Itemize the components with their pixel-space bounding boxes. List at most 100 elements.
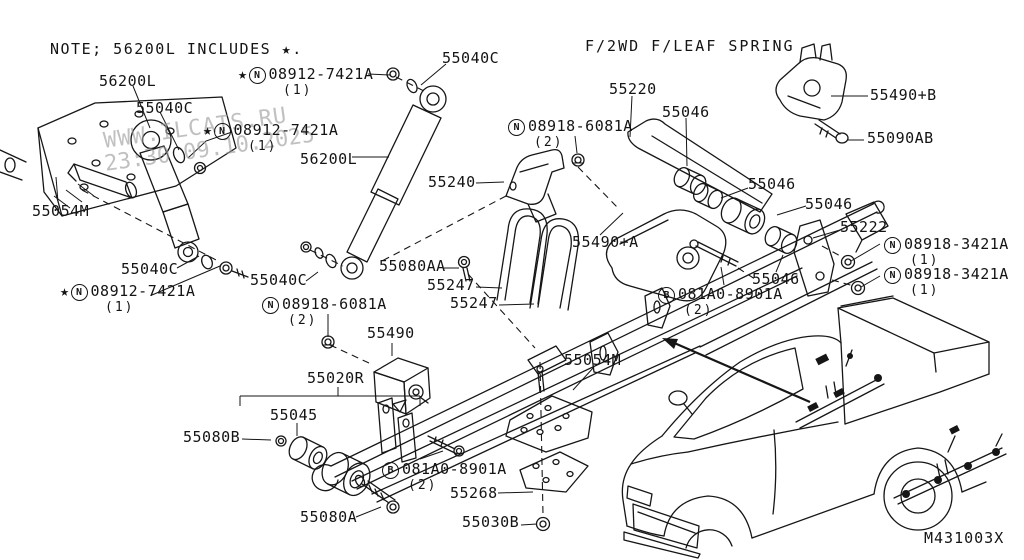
- part-label-55046-a: 55046: [662, 104, 710, 121]
- part-label-55247-2: 55247: [450, 295, 498, 312]
- part-label-55490: 55490: [367, 325, 415, 342]
- part-label-55054m-bottom: 55054M: [564, 352, 621, 369]
- part-number: 55046: [748, 175, 796, 193]
- part-label-55268: 55268: [450, 485, 498, 502]
- circled-prefix: N: [884, 267, 901, 284]
- truck-illustration: [622, 296, 1006, 558]
- part-number: 55220: [609, 80, 657, 98]
- part-number: 08918-3421A: [904, 265, 1009, 283]
- part-label-55040c-center-bot: 55040C: [250, 272, 307, 289]
- circled-prefix: N: [248, 67, 266, 84]
- frame-edge-lines: [0, 150, 26, 180]
- part-label-55080b: 55080B: [183, 429, 240, 446]
- part-number: 55040C: [442, 49, 500, 67]
- location-arrow: [662, 338, 810, 402]
- leaf-spring: [312, 201, 884, 502]
- circled-prefix: B: [658, 287, 675, 304]
- part-number: 55020R: [307, 369, 365, 387]
- alignment-dashes: [82, 77, 854, 515]
- part-qty: (1): [105, 300, 135, 315]
- part-label-55040c-center-top: 55040C: [442, 50, 499, 67]
- part-number: 55054M: [32, 202, 90, 220]
- part-label-55080a: 55080A: [300, 509, 357, 526]
- part-number: 08918-6081A: [282, 295, 387, 313]
- part-qty: (2): [534, 135, 564, 150]
- part-label-55490b: 55490+B: [870, 87, 937, 104]
- center-bolt-front: [428, 436, 464, 456]
- bump-block-55490: [374, 358, 430, 414]
- part-label-55080aa: 55080AA: [379, 258, 446, 275]
- part-label-55046-d: 55046: [752, 271, 800, 288]
- part-number: 55490+B: [870, 86, 937, 104]
- part-number: 55030B: [462, 513, 520, 531]
- part-number: 08918-3421A: [904, 235, 1009, 253]
- part-number: 55046: [805, 195, 853, 213]
- star-icon: ★: [60, 282, 70, 300]
- shackle-assembly: [628, 119, 888, 296]
- part-number: 55045: [270, 406, 318, 424]
- part-label-56200l-left: 56200L: [99, 73, 156, 90]
- part-number: 08912-7421A: [233, 121, 339, 139]
- part-qty: (2): [408, 478, 438, 493]
- star-icon: ★: [238, 65, 248, 83]
- part-qty: (1): [248, 139, 278, 154]
- star-icon: ★: [203, 121, 213, 139]
- part-number: 55247: [450, 294, 498, 312]
- part-label-55490a: 55490+A: [572, 234, 639, 251]
- circled-prefix: B: [382, 462, 399, 479]
- note-text: NOTE; 56200L INCLUDES ★.: [50, 40, 303, 58]
- part-label-55090ab: 55090AB: [867, 130, 934, 147]
- part-label-55222: 55222: [840, 219, 888, 236]
- part-number: 55268: [450, 484, 498, 502]
- part-label-55220: 55220: [609, 81, 657, 98]
- circled-prefix: N: [262, 297, 279, 314]
- part-number: 55040C: [136, 99, 194, 117]
- part-number: 08912-7421A: [268, 65, 374, 83]
- bump-stop-55490a: [606, 210, 725, 301]
- part-label-55247-1: 55247: [427, 277, 475, 294]
- part-label-55045: 55045: [270, 407, 318, 424]
- nut-6081a-top: [572, 154, 584, 166]
- part-qty: (1): [283, 83, 313, 98]
- spring-seat-plates: [506, 396, 592, 531]
- u-bolts: [497, 209, 578, 310]
- part-number: 55247: [427, 276, 475, 294]
- part-number: 55046: [662, 103, 710, 121]
- part-label-55030b: 55030B: [462, 514, 519, 531]
- part-label-55040c-left-bottom: 55040C: [121, 261, 178, 278]
- front-hanger-bracket: [378, 398, 416, 462]
- shock-absorber-center: [301, 68, 446, 279]
- shock-absorber-left: [131, 120, 248, 278]
- part-number: 56200L: [99, 72, 157, 90]
- part-number: 08918-6081A: [528, 117, 633, 135]
- part-number: 55080B: [183, 428, 241, 446]
- doc-code: M431003X: [924, 529, 1005, 547]
- bracket-55490b: [776, 44, 848, 143]
- part-number: 55040C: [250, 271, 308, 289]
- part-label-55240: 55240: [428, 174, 476, 191]
- part-qty: (1): [910, 283, 940, 298]
- part-label-55046-c: 55046: [805, 196, 853, 213]
- part-number: 55040C: [121, 260, 179, 278]
- circled-prefix: N: [508, 119, 525, 136]
- part-label-55046-b: 55046: [748, 176, 796, 193]
- part-number: 55490: [367, 324, 415, 342]
- part-qty: (2): [684, 303, 714, 318]
- part-number: 56200L: [300, 150, 358, 168]
- circled-prefix: N: [213, 123, 231, 140]
- part-label-55020r: 55020R: [307, 370, 364, 387]
- part-number: 55054M: [564, 351, 622, 369]
- part-number: 08912-7421A: [90, 282, 196, 300]
- part-number: 55090AB: [867, 129, 934, 147]
- part-number: 55490+A: [572, 233, 639, 251]
- part-number: 55080AA: [379, 257, 446, 275]
- part-qty: (1): [910, 253, 940, 268]
